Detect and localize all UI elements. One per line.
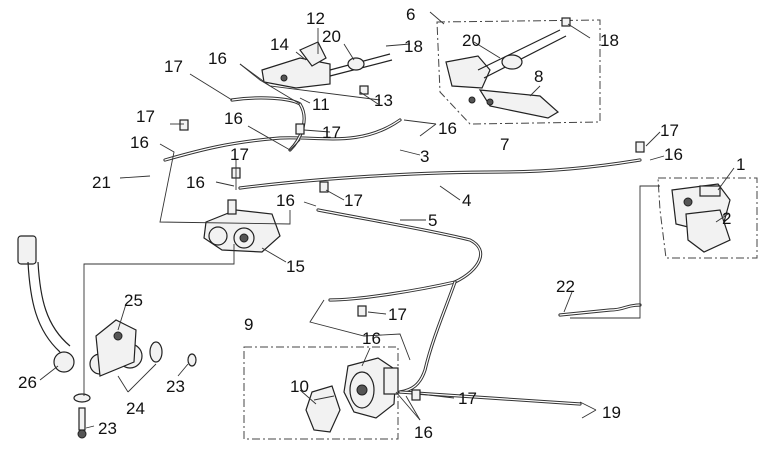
callout-17-center: 17	[344, 191, 363, 210]
callout-5: 5	[428, 211, 437, 230]
callout-3: 3	[420, 147, 429, 166]
brake-line-3	[163, 118, 402, 162]
callout-17-mid: 17	[322, 123, 341, 142]
brake-line-19	[398, 390, 582, 406]
callout-16-junction: 16	[276, 191, 295, 210]
callout-23-right: 23	[166, 377, 185, 396]
front-master-cylinder-6	[445, 29, 567, 119]
callout-6: 6	[406, 5, 415, 24]
callout-7: 7	[500, 135, 509, 154]
callout-16-left: 16	[130, 133, 149, 152]
callout-19: 19	[602, 403, 621, 422]
callout-18-rear: 18	[404, 37, 423, 56]
callout-17-bottom: 17	[458, 389, 477, 408]
callout-16-right: 16	[664, 145, 683, 164]
callout-16-top: 16	[208, 49, 227, 68]
callout-11: 11	[312, 95, 330, 114]
callout-25: 25	[124, 291, 143, 310]
callout-16-center: 16	[186, 173, 205, 192]
callout-17-right: 17	[660, 121, 679, 140]
banjo-bolts	[179, 17, 645, 401]
callout-16-bottom: 16	[414, 423, 433, 442]
callout-18-front: 18	[600, 31, 619, 50]
callout-9: 9	[244, 315, 253, 334]
group-box-1	[657, 177, 758, 259]
callout-10: 10	[290, 377, 309, 396]
callout-14: 14	[270, 35, 289, 54]
callout-labels: 12 14 20 18 17 16 13 11 17 16 17 16 17 6…	[18, 5, 745, 442]
callout-16-lower: 16	[362, 329, 381, 348]
callout-2: 2	[722, 209, 731, 228]
group-box-6	[436, 19, 601, 125]
callout-26: 26	[18, 373, 37, 392]
callout-16-front-mc: 16	[438, 119, 457, 138]
callout-22: 22	[556, 277, 575, 296]
brake-line-4	[238, 158, 642, 190]
callout-17-lower: 17	[388, 305, 407, 324]
callout-4: 4	[462, 191, 471, 210]
brake-junction-15	[203, 199, 281, 253]
callout-12: 12	[306, 9, 325, 28]
brake-line-lower	[328, 280, 457, 394]
callout-8: 8	[534, 67, 543, 86]
brake-line-22	[558, 303, 642, 317]
brake-pad-10	[305, 385, 341, 433]
brake-pedal-26	[17, 235, 197, 439]
callout-17-left: 17	[136, 107, 155, 126]
callout-17-top-left: 17	[164, 57, 183, 76]
callout-13: 13	[374, 91, 393, 110]
rear-caliper-9	[343, 357, 399, 419]
callout-16-mid: 16	[224, 109, 243, 128]
callout-24: 24	[126, 399, 145, 418]
callout-20-front: 20	[462, 31, 481, 50]
callout-15: 15	[286, 257, 305, 276]
callout-20-rear: 20	[322, 27, 341, 46]
callout-17-upper-center: 17	[230, 145, 249, 164]
callout-23-bottom: 23	[98, 419, 117, 438]
leader-lines	[39, 11, 735, 429]
callout-1: 1	[736, 155, 745, 174]
callout-21: 21	[92, 173, 111, 192]
brake-line-5	[316, 208, 483, 284]
